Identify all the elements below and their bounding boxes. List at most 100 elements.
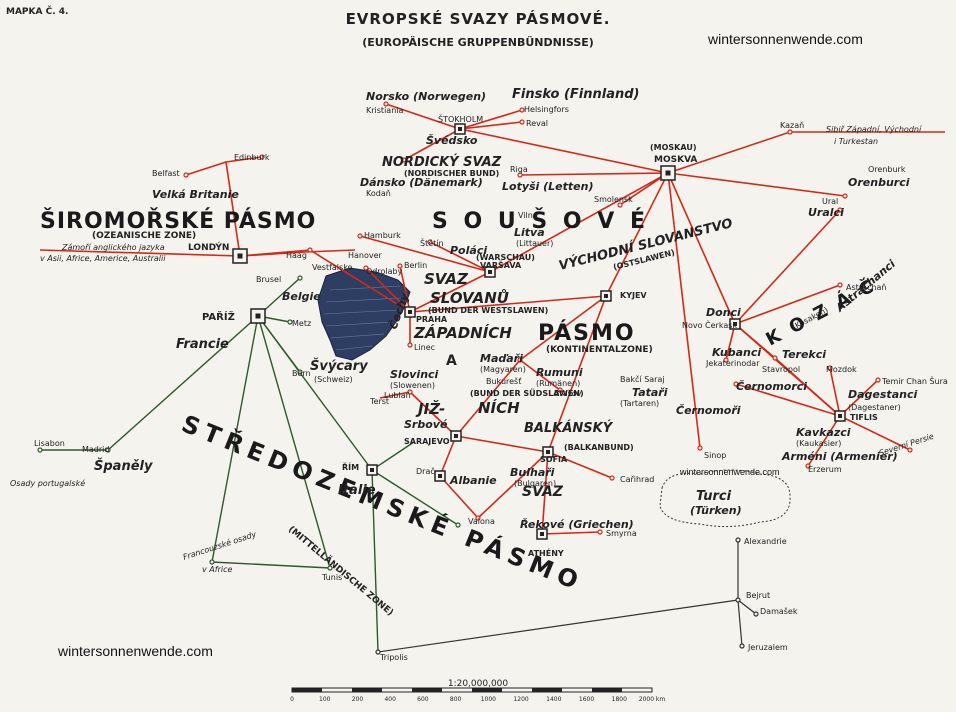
hq-stokholm — [454, 123, 466, 135]
label-mozdok: Mozdok — [826, 365, 857, 374]
hq-novo-cerkask — [729, 318, 741, 330]
label-danska: Dánsko (Dänemark) — [360, 176, 483, 189]
label-madari: Maďaři — [480, 352, 523, 365]
label-italie: Italie — [338, 483, 376, 498]
scale-tick-label: 0 — [290, 696, 294, 703]
label-tunis: Tunis — [321, 573, 342, 582]
label-kazan: Kazaň — [780, 120, 804, 130]
label-valona: Valona — [468, 517, 495, 526]
label-alexandria: Alexandrie — [744, 537, 787, 546]
scale-tick-label: 100 — [319, 696, 331, 703]
zone-nordic-de: (NORDISCHER BUND) — [404, 169, 499, 178]
map-subtitle: (EUROPÄISCHE GRUPPENBÜNDNISSE) — [362, 35, 594, 49]
mediterranean-connections — [40, 277, 459, 653]
watermark-mid-right: wintersonnenwende.com — [679, 467, 780, 477]
hq-londyn — [232, 248, 248, 264]
label-madrid: Madrid — [82, 445, 109, 454]
turkey-region — [659, 469, 791, 528]
label-svedsko: Švédsko — [426, 133, 478, 147]
zone-west-slav-de: (BUND DER WESTSLAWEN) — [428, 306, 548, 315]
label-vestfalsko: Vestfalsko — [312, 263, 353, 272]
label-astrachanci: Astrachanci — [833, 257, 898, 315]
label-riga: Riga — [510, 165, 528, 174]
label-smyrna: Smyrna — [606, 529, 637, 538]
label-sofia: SOFIA — [540, 455, 568, 464]
scale-tick-label: 2000 km — [639, 696, 666, 703]
hq-pariz — [250, 308, 266, 324]
label-orenburk: Orenburk — [868, 165, 906, 174]
label-bakci: Bakčí Saraj — [620, 374, 665, 384]
scale-tick-label: 600 — [417, 696, 429, 703]
label-temir: Temir Chan Šura — [881, 375, 948, 386]
label-litva: Litva — [514, 226, 545, 239]
label-rumuni-de: (Rumänen) — [536, 379, 580, 388]
label-turci: Turci — [696, 489, 732, 504]
label-damasek: Damašek — [760, 606, 798, 616]
label-praha: PRAHA — [416, 315, 448, 324]
label-haag: Haag — [286, 251, 307, 260]
map-title: EVROPSKÉ SVAZY PÁSMOVÉ. — [346, 9, 611, 28]
label-slovinci-de: (Slowenen) — [390, 381, 435, 390]
scale-tick-label: 1800 — [612, 696, 627, 703]
label-lisabon: Lisabon — [34, 439, 65, 448]
label-ural: Ural — [822, 197, 838, 206]
zone-west-slav-1: SVAZ — [424, 270, 469, 288]
label-sinop: Sinop — [704, 451, 726, 460]
label-rim: ŘÍM — [342, 461, 359, 472]
label-hamburk: Hamburk — [364, 231, 401, 240]
zone-south-2: JIŽ- — [415, 399, 445, 418]
label-erzerum: Erzerum — [808, 465, 842, 474]
label-overseas-2: v Asii, Africe, Americe, Australii — [40, 254, 166, 263]
label-tripolis: Tripolis — [379, 653, 408, 662]
label-bukurest: Bukurešť — [486, 376, 521, 386]
label-armeni: Arméni (Armenier) — [781, 450, 898, 463]
watermark-top-right: wintersonnenwende.com — [707, 31, 863, 47]
watermark-bottom-left: wintersonnenwende.com — [57, 643, 213, 659]
map-number: MAPKA Č. 4. — [6, 5, 68, 17]
zone-balkan-de: (BALKANBUND) — [564, 443, 634, 452]
continental-connections — [39, 103, 945, 535]
label-osady-port: Osady portugalské — [10, 478, 85, 488]
label-odrolaby: Odrolaby — [366, 267, 403, 276]
zone-nordic: NORDICKÝ SVAZ — [382, 154, 502, 170]
label-bulhari: Bulhaři — [510, 466, 555, 479]
label-overseas: Zámoří anglického jazyka — [61, 242, 165, 252]
label-terst: Terst — [369, 397, 389, 406]
scale-ratio: 1:20,000,000 — [448, 679, 509, 689]
label-hanover: Hanover — [348, 251, 383, 260]
label-stetin: Štětín — [420, 237, 444, 248]
hq-albanie — [434, 470, 446, 482]
label-bern: Bern — [292, 369, 311, 378]
zone-mediterranean-de: (MITTELLÄNDISCHE ZONE) — [286, 524, 396, 618]
zone-west-slav-3: ZÁPADNÍCH — [413, 323, 512, 342]
label-linec: Linec — [414, 343, 435, 352]
label-polaci: Poláci — [450, 244, 487, 257]
levant-connections — [377, 540, 757, 653]
label-slovinci: Slovinci — [390, 368, 439, 381]
label-brasov: Brašov — [554, 388, 582, 398]
label-cernomori: Černomoři — [676, 403, 741, 417]
label-brusel: Brusel — [256, 275, 281, 284]
label-varsava: VARŠAVA — [480, 259, 522, 270]
label-reval: Reval — [526, 119, 548, 128]
label-sibir: Sibiř Západní, Východní — [826, 125, 923, 134]
scale-tick-label: 1200 — [513, 696, 528, 703]
label-stokholm: ŠTOKHOLM — [438, 113, 483, 124]
label-terekci: Terekci — [782, 348, 826, 361]
label-londyn: LONDÝN — [188, 241, 229, 253]
label-berlin: Berlin — [404, 261, 427, 270]
label-bund-sudslawen: (BUND DER SÜDSLAWEN) — [470, 388, 584, 398]
hq-tiflis — [834, 410, 846, 422]
label-moskau: (MOSKAU) — [650, 143, 696, 152]
label-sarajevo: SARAJEVO — [404, 437, 450, 446]
zone-south-1: A — [446, 353, 457, 369]
label-metz: Metz — [292, 319, 311, 328]
label-kyjev: KYJEV — [620, 291, 647, 300]
label-varsava-de: (WARSCHAU) — [476, 253, 535, 262]
zone-balkan-svaz: SVAZ — [522, 484, 564, 500]
label-albanie: Albanie — [449, 474, 497, 487]
hq-moskva — [660, 165, 676, 181]
label-jeruzalem: Jeruzalem — [747, 643, 788, 652]
label-stavropol: Stavropol — [762, 365, 800, 374]
